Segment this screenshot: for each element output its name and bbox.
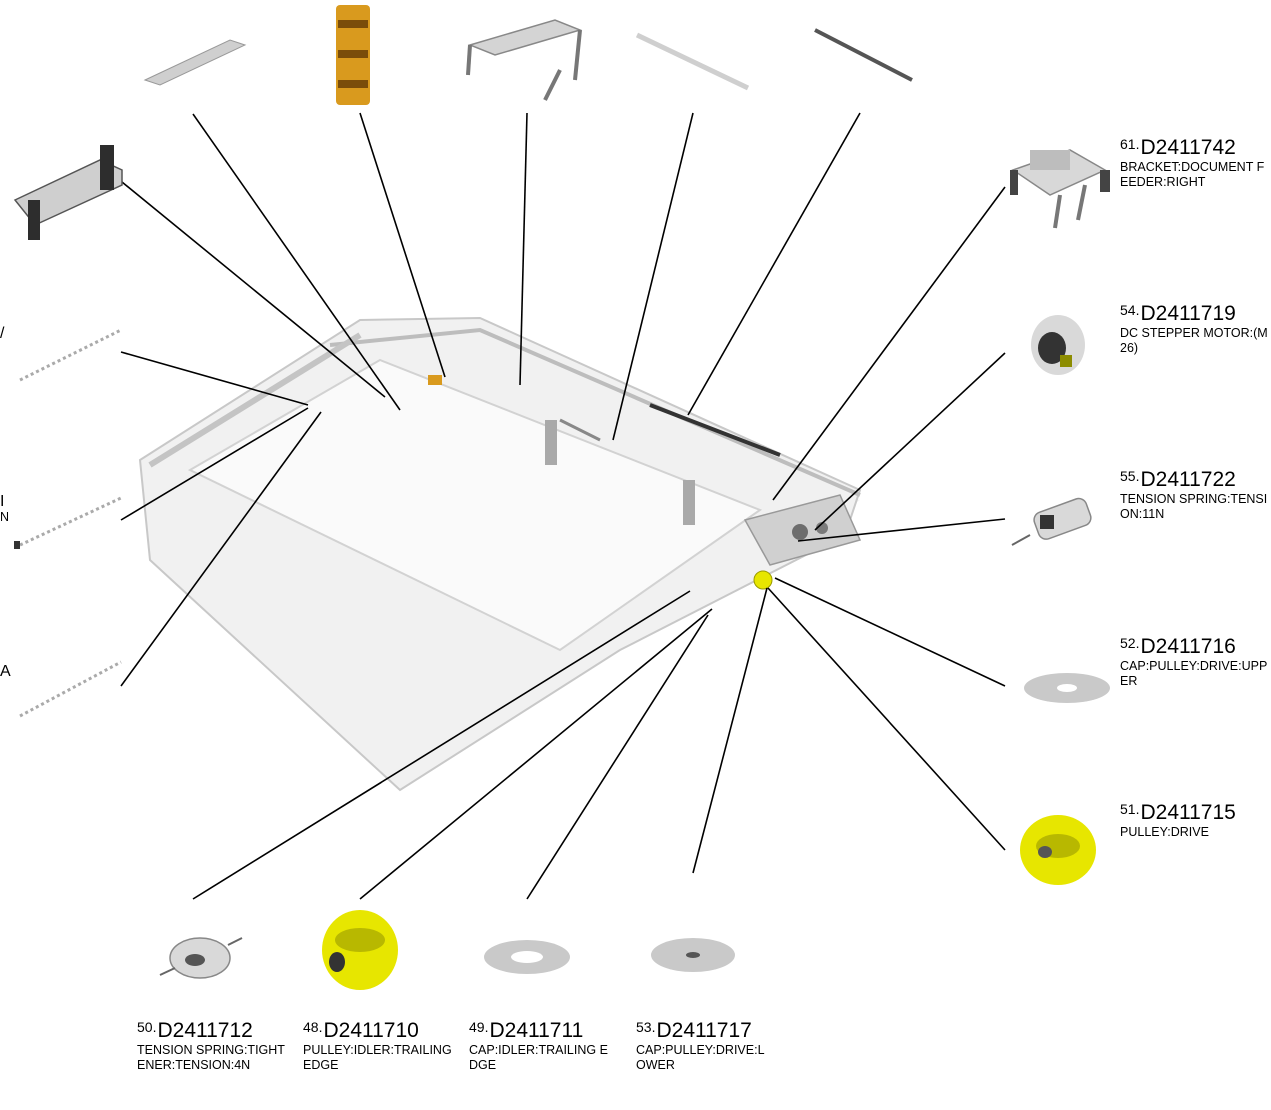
leader-line-52 [774, 577, 1006, 687]
washer-icon [1024, 673, 1110, 703]
part-number: 54.D2411719 [1120, 302, 1236, 325]
leader-line-cover [121, 181, 386, 398]
frame-rear-rail [329, 327, 861, 497]
leader-line-rail-3 [120, 411, 322, 687]
carriage-rod [649, 403, 781, 457]
part-number: 55.D2411722 [1120, 468, 1236, 491]
clipped-edge-char: / [0, 325, 5, 342]
leader-line-49 [526, 614, 709, 900]
leader-line-rail-1 [120, 351, 309, 406]
part-description: PULLEY:DRIVE [1120, 825, 1209, 839]
frame-orange-gear [428, 375, 442, 385]
carriage-rod-2 [559, 418, 601, 442]
pulley-icon [322, 910, 398, 990]
rail-icon [19, 328, 122, 382]
pulley-icon [1020, 815, 1096, 885]
leader-line-48 [359, 608, 713, 900]
leader-line-54 [814, 352, 1006, 531]
leader-line-shaft [687, 112, 861, 416]
part-description: TENSION SPRING:TIGHTENER:TENSION:4N [137, 1043, 285, 1072]
part-description: CAP:PULLEY:DRIVE:LOWER [636, 1043, 765, 1072]
plate-icon [143, 39, 247, 86]
part-callout-48: 48.D2411710 PULLEY:IDLER:TRAILING EDGE [303, 1015, 453, 1073]
part-callout-55: 55.D2411722 TENSION SPRING:TENSION:11N [1120, 464, 1270, 522]
part-callout-52: 52.D2411716 CAP:PULLEY:DRIVE:UPPER [1120, 631, 1270, 689]
part-description: CAP:IDLER:TRAILING EDGE [469, 1043, 608, 1072]
part-description: TENSION SPRING:TENSION:11N [1120, 492, 1268, 521]
bracket-icon [1010, 149, 1110, 229]
gear-stack-icon [336, 5, 370, 105]
shaft-icon [814, 28, 913, 82]
cover-icon [13, 145, 123, 240]
leader-line-gear-stack [359, 112, 446, 378]
part-callout-50: 50.D2411712 TENSION SPRING:TIGHTENER:TEN… [137, 1015, 287, 1073]
frame-left-rail [148, 332, 362, 468]
part-callout-53: 53.D2411717 CAP:PULLEY:DRIVE:LOWER [636, 1015, 766, 1073]
leader-line-rod [612, 112, 694, 441]
part-number: 53.D2411717 [636, 1019, 752, 1042]
part-description: CAP:PULLEY:DRIVE:UPPER [1120, 659, 1268, 688]
part-number: 61.D2411742 [1120, 136, 1236, 159]
part-number: 48.D2411710 [303, 1019, 419, 1042]
mount-gear-2 [816, 522, 828, 534]
spring-icon [159, 937, 243, 979]
leader-line-61 [772, 186, 1006, 501]
part-number: 49.D2411711 [469, 1019, 584, 1042]
part-callout-49: 49.D2411711 CAP:IDLER:TRAILING EDGE [469, 1015, 614, 1073]
frame-glass-area [187, 358, 763, 652]
clipped-edge-char: N [0, 510, 10, 524]
leader-line-50 [192, 590, 691, 900]
rod-icon [635, 32, 750, 91]
part-callout-54: 54.D2411719 DC STEPPER MOTOR:(M26) [1120, 298, 1270, 356]
bracket-icon [466, 19, 583, 101]
part-callout-61: 61.D2411742 BRACKET:DOCUMENT FEEDER:RIGH… [1120, 132, 1270, 190]
clipped-edge-char: I [0, 493, 5, 510]
leader-line-55 [797, 518, 1006, 542]
part-description: DC STEPPER MOTOR:(M26) [1120, 326, 1268, 355]
part-callout-51: 51.D2411715 PULLEY:DRIVE [1120, 797, 1270, 840]
frame-post-1 [545, 420, 557, 465]
leader-line-plate [192, 113, 401, 411]
washer-icon [484, 940, 570, 974]
leader-line-51 [767, 587, 1006, 851]
motor-icon [1031, 315, 1085, 375]
leader-line-53 [692, 587, 768, 874]
mount-pulley-yellow [753, 570, 773, 590]
leader-lines [120, 112, 1006, 900]
part-number: 52.D2411716 [1120, 635, 1236, 658]
mount-gear-1 [792, 524, 808, 540]
frame-post-2 [683, 480, 695, 525]
spring-icon [1011, 497, 1092, 546]
leader-line-rail-2 [120, 407, 309, 521]
scanner-frame-assembly [138, 316, 862, 792]
part-number: 50.D2411712 [137, 1019, 253, 1042]
rail-icon [19, 660, 122, 718]
leader-line-top-bracket [519, 112, 528, 386]
part-description: PULLEY:IDLER:TRAILING EDGE [303, 1043, 452, 1072]
washer-icon [651, 938, 735, 972]
clipped-edge-char: A [0, 663, 11, 680]
part-number: 51.D2411715 [1120, 801, 1236, 824]
part-description: BRACKET:DOCUMENT FEEDER:RIGHT [1120, 160, 1265, 189]
rail-icon [14, 496, 122, 549]
